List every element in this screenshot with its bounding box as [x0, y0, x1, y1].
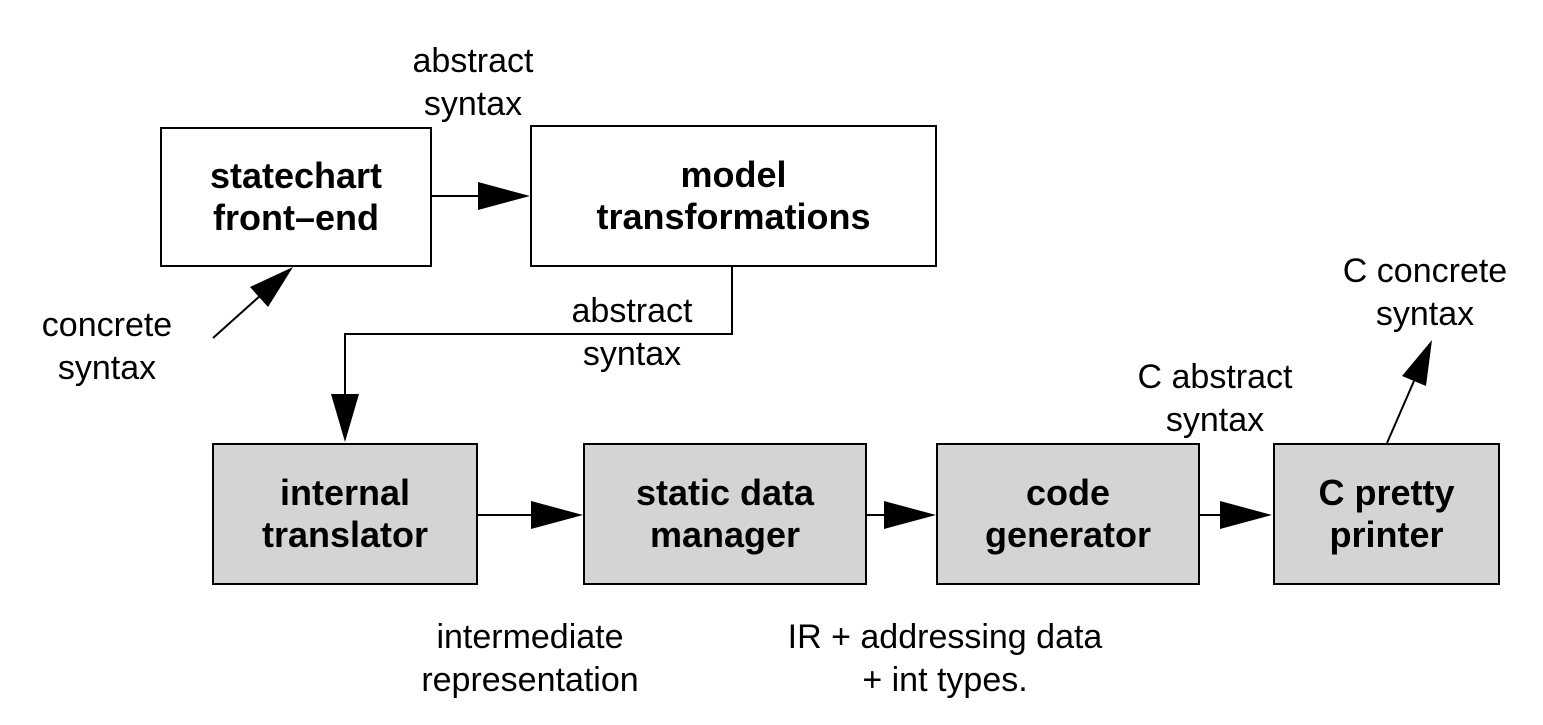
node-label-line: code	[1025, 471, 1111, 513]
node-model-transformations: model transformations	[530, 125, 937, 267]
label-line: abstract	[412, 42, 534, 80]
label-line: syntax	[423, 84, 523, 123]
arrow-concrete-syntax-to-frontend	[212, 267, 293, 339]
node-label-line: C pretty	[1318, 471, 1455, 513]
label-line: abstract	[571, 292, 693, 330]
node-c-pretty-printer: C pretty printer	[1273, 443, 1500, 585]
node-label-line: front–end	[213, 197, 379, 238]
node-label-line: statechart	[209, 154, 383, 196]
node-internal-translator: internal translator	[212, 443, 478, 585]
arrow-prettyprinter-to-cconcrete	[1386, 340, 1432, 444]
label-line: syntax	[1375, 294, 1475, 333]
node-label-line: generator	[984, 514, 1152, 555]
label-c-concrete-syntax: C concrete syntax	[1300, 250, 1543, 336]
label-line: intermediate	[436, 618, 624, 656]
label-line: concrete	[41, 306, 173, 344]
label-line: syntax	[57, 348, 157, 387]
label-c-abstract-syntax: C abstract syntax	[1090, 356, 1340, 442]
label-concrete-syntax: concrete syntax	[7, 304, 207, 390]
label-line: representation	[421, 660, 639, 699]
node-label-line: internal	[279, 471, 411, 513]
label-line: syntax	[1165, 400, 1265, 439]
arrow-frontend-to-transformations	[432, 182, 530, 210]
node-label-line: model	[680, 153, 787, 195]
arrow-internal-to-static	[478, 501, 583, 529]
node-label-line: manager	[649, 514, 801, 555]
node-label-line: static data	[635, 471, 815, 513]
label-abstract-syntax-top: abstract syntax	[348, 40, 598, 126]
label-line: C concrete	[1342, 252, 1508, 290]
node-static-data-manager: static data manager	[583, 443, 867, 585]
node-code-generator: code generator	[936, 443, 1200, 585]
label-ir-addressing-data: IR + addressing data + int types.	[720, 616, 1170, 702]
label-line: IR + addressing data	[787, 618, 1103, 656]
label-line: C abstract	[1137, 358, 1293, 396]
node-label-line: transformations	[596, 196, 871, 237]
node-label-line: printer	[1329, 514, 1444, 555]
label-abstract-syntax-mid: abstract syntax	[507, 290, 757, 376]
node-label-line: translator	[261, 514, 429, 555]
label-line: syntax	[582, 334, 682, 373]
arrow-codegen-to-prettyprinter	[1200, 501, 1272, 529]
label-line: + int types.	[862, 660, 1028, 699]
label-intermediate-representation: intermediate representation	[355, 616, 705, 702]
arrow-static-to-codegen	[867, 501, 936, 529]
node-statechart-front-end: statechart front–end	[160, 127, 432, 267]
